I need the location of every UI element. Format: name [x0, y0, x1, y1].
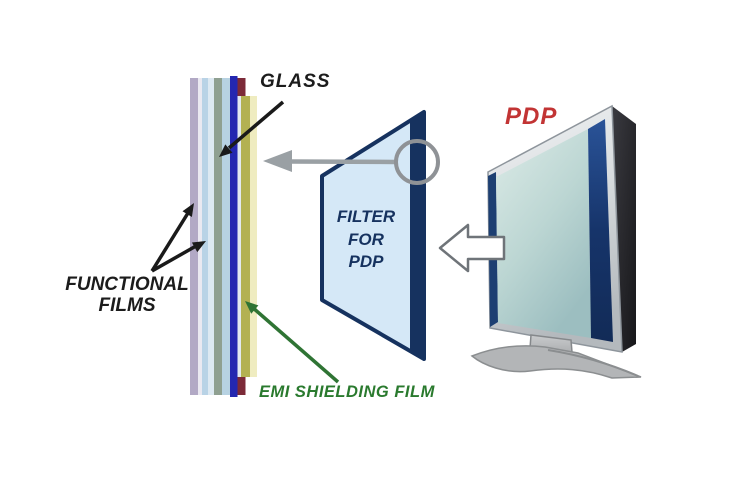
pdp-label: PDP — [505, 103, 558, 130]
functional-film-outer — [190, 78, 198, 395]
film-stack — [190, 76, 257, 397]
blue-stripe-layer — [230, 76, 238, 397]
magnifier-and-transfer-arrow — [263, 139, 440, 185]
functional-films-label: FUNCTIONAL FILMS — [48, 274, 206, 316]
stand-base-curve — [547, 349, 639, 377]
pdp-to-filter-arrow — [438, 223, 506, 273]
magnifier-circle-icon — [394, 139, 440, 185]
monitor-screen — [496, 129, 591, 338]
emi-film-layer-highlight — [250, 96, 257, 377]
transfer-arrow-head — [263, 150, 292, 172]
glass-arrow — [219, 100, 285, 157]
monitor-screen-navy-band — [588, 119, 613, 342]
emi-film-layer — [241, 96, 250, 377]
filter-edge-band — [410, 112, 424, 359]
monitor-stand-base — [470, 345, 642, 379]
emi-shielding-arrow — [245, 301, 340, 384]
functional-films-label-line2: FILMS — [98, 295, 156, 316]
filter-label-line2: FOR — [348, 229, 384, 249]
film-layer-3 — [202, 78, 208, 395]
transfer-arrow-shaft — [288, 159, 397, 165]
filter-label-line3: PDP — [348, 252, 384, 271]
functional-films-arrows — [150, 203, 206, 273]
glass-label: GLASS — [260, 71, 331, 92]
filter-for-pdp-label: FILTER FOR PDP — [325, 206, 407, 274]
glass-layer — [214, 78, 222, 395]
film-layer-6 — [222, 78, 230, 395]
gap-layer — [237, 96, 241, 377]
functional-films-label-line1: FUNCTIONAL — [65, 274, 189, 295]
monitor-back-panel — [612, 106, 636, 352]
film-layer-2 — [198, 78, 202, 395]
film-layer-4 — [208, 78, 214, 395]
filter-label-line1: FILTER — [336, 207, 396, 226]
emi-shielding-film-label: EMI SHIELDING FILM — [259, 383, 435, 401]
